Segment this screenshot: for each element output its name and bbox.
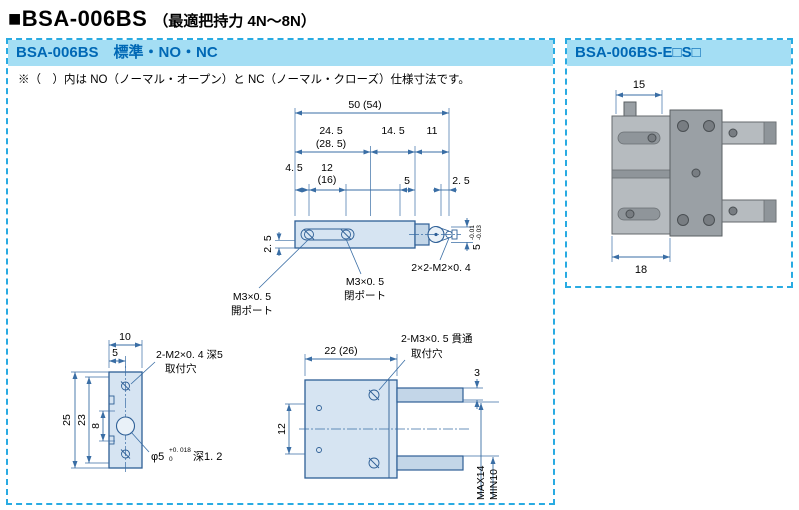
photo-dimensions: 15 18 [611,79,671,276]
dim-5-tol-lower: -0.03 [476,225,483,240]
label-mount-hole-m2-sub: 取付穴 [165,362,197,375]
label-phi5-depth: 深1. 2 [193,450,222,463]
label-mount-hole-m2: 2-M2×0. 4 深5 [156,349,223,361]
dim-5-tol-upper: -0.01 [469,225,476,240]
front-view: 10 5 25 23 8 2-M2×0. [61,331,223,474]
page-title: ■BSA-006BS （最適把持力 4N～8N） [8,6,316,32]
dim-15: 15 [633,79,645,91]
title-square-icon: ■ [8,6,22,31]
dimension-drawing: 50 (54) 24. 5 (28. 5) 14. 5 11 4. 5 12 (… [61,99,500,500]
dim-3: 3 [474,367,480,379]
label-close-port-thread: M3×0. 5 [346,276,384,288]
dim-5-front: 5 [112,347,118,359]
dim-18: 18 [635,264,647,276]
dim-max14: MAX14 [475,465,487,500]
e-type-panel: BSA-006BS-E□S□ [565,38,793,288]
dim-10: 10 [119,331,131,343]
label-open-port-thread: M3×0. 5 [233,291,271,303]
dim-24-5: 24. 5 [319,125,343,137]
label-phi5: φ5 [151,451,164,463]
dim-4-5: 4. 5 [285,162,303,174]
dim-22-26: 22 (26) [324,345,357,357]
spec-note: ※（ ）内は NO（ノーマル・オープン）と NC（ノーマル・クローズ）仕様寸法で… [18,74,470,86]
dim-2-5-right: 2. 5 [452,175,470,187]
dim-2-5-left: 2. 5 [262,235,274,253]
left-panel-header: BSA-006BS 標準・NO・NC [8,40,553,66]
gripper-render [611,101,777,237]
label-phi5-tol-upper: +0. 018 [169,447,191,454]
right-panel-header: BSA-006BS-E□S□ [567,40,791,66]
dim-5-nominal: 5 [471,244,483,250]
dim-12: 12 [321,162,333,174]
dim-5: 5 [404,175,410,187]
label-open-port: 開ポート [231,305,273,317]
dim-overall: 50 (54) [348,99,381,111]
title-grip-force: （最適把持力 4N～8N） [153,13,316,30]
dim-min10: MIN10 [488,469,500,500]
side-view: 50 (54) 24. 5 (28. 5) 14. 5 11 4. 5 12 (… [231,99,483,317]
dim-25: 25 [61,414,73,426]
dim-28-5: (28. 5) [316,138,346,150]
label-2x2-m2: 2×2-M2×0. 4 [411,262,471,274]
label-mount-hole-m3-sub: 取付穴 [411,347,443,360]
label-phi5-tol-lower: 0 [169,456,173,463]
label-close-port: 閉ポート [344,290,386,302]
dim-14-5: 14. 5 [381,125,405,137]
dim-23: 23 [76,414,88,426]
title-main: ■BSA-006BS [8,6,147,32]
dim-12-top: 12 [276,423,288,435]
top-view: 22 (26) 12 2-M3×0. 5 貫通 取付穴 3 [276,333,500,500]
standard-spec-panel: BSA-006BS 標準・NO・NC ※（ ）内は NO（ノーマル・オープン）と… [6,38,555,505]
label-mount-hole-m3: 2-M3×0. 5 貫通 [401,333,473,345]
title-model: BSA-006BS [21,6,148,31]
dim-11: 11 [427,125,438,137]
dim-8: 8 [90,423,102,429]
product-photo: 15 18 [611,79,777,276]
dim-5-tolerance: 5 -0.01 -0.03 [469,225,483,250]
dim-16: (16) [318,174,337,186]
